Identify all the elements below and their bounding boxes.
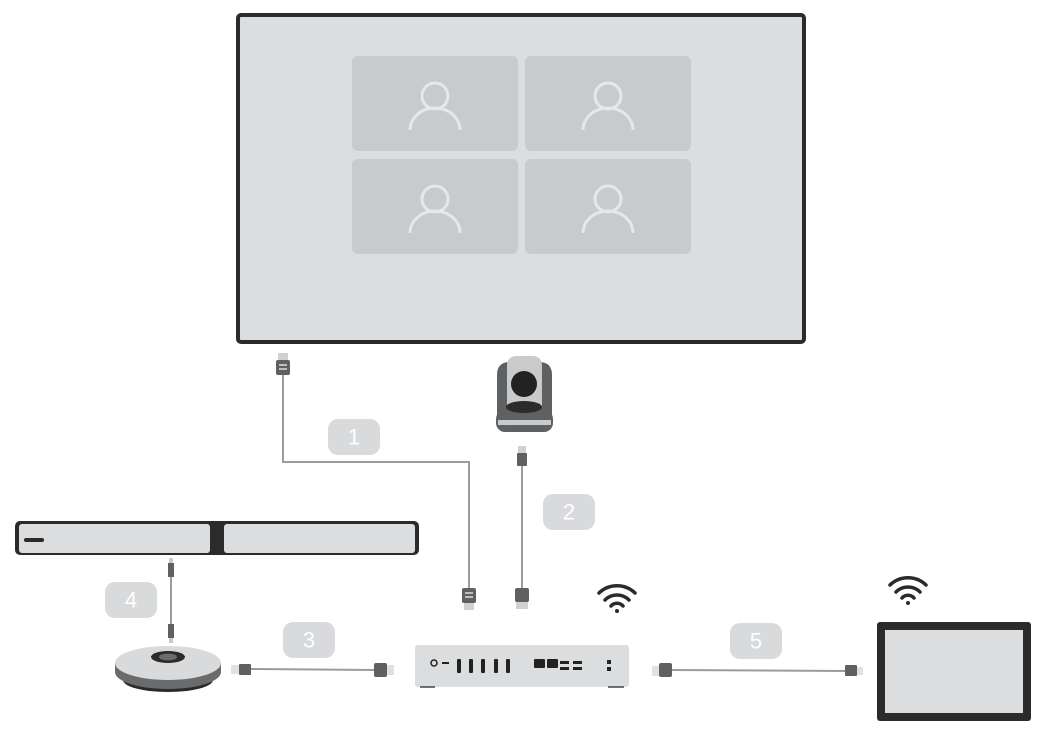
touch-controller-tablet (877, 622, 1031, 721)
wifi-icon (888, 576, 928, 605)
hdmi-connector-icon (276, 353, 290, 375)
hdmi-cable (276, 353, 476, 610)
video-tile (525, 159, 691, 254)
usb-connector-icon (659, 663, 672, 677)
usb-connector-icon (374, 663, 394, 677)
microphone-pod-icon (115, 646, 221, 692)
compute-unit (415, 645, 629, 688)
badge-4-label: 4 (125, 588, 137, 613)
badge-5-label: 5 (750, 629, 762, 654)
usb-connector-icon (515, 588, 529, 609)
mic-cable (168, 558, 174, 643)
usb-cable (515, 446, 529, 609)
badge-1-label: 1 (348, 425, 360, 450)
badge-4: 4 (105, 582, 157, 618)
badge-5: 5 (730, 623, 782, 659)
hdmi-port-icon (457, 659, 510, 673)
person-icon (581, 81, 635, 131)
video-tile (352, 159, 518, 254)
ptz-camera-icon (496, 356, 553, 432)
person-icon (408, 81, 462, 131)
badge-2-label: 2 (563, 500, 575, 525)
usb-cable-mic (231, 663, 394, 677)
badge-3: 3 (283, 622, 335, 658)
hdmi-connector-icon (462, 588, 476, 610)
person-icon (408, 184, 462, 234)
usb-cable-tablet (652, 663, 863, 677)
person-icon (581, 184, 635, 234)
soundbar (15, 521, 419, 555)
usb-port-icon (560, 660, 611, 671)
badge-3-label: 3 (303, 628, 315, 653)
wifi-icon (597, 584, 637, 613)
display-screen (236, 13, 806, 344)
badge-2: 2 (543, 494, 595, 530)
video-tile (352, 56, 518, 151)
ethernet-port-icon (534, 659, 558, 668)
video-tile (525, 56, 691, 151)
badge-1: 1 (328, 419, 380, 455)
